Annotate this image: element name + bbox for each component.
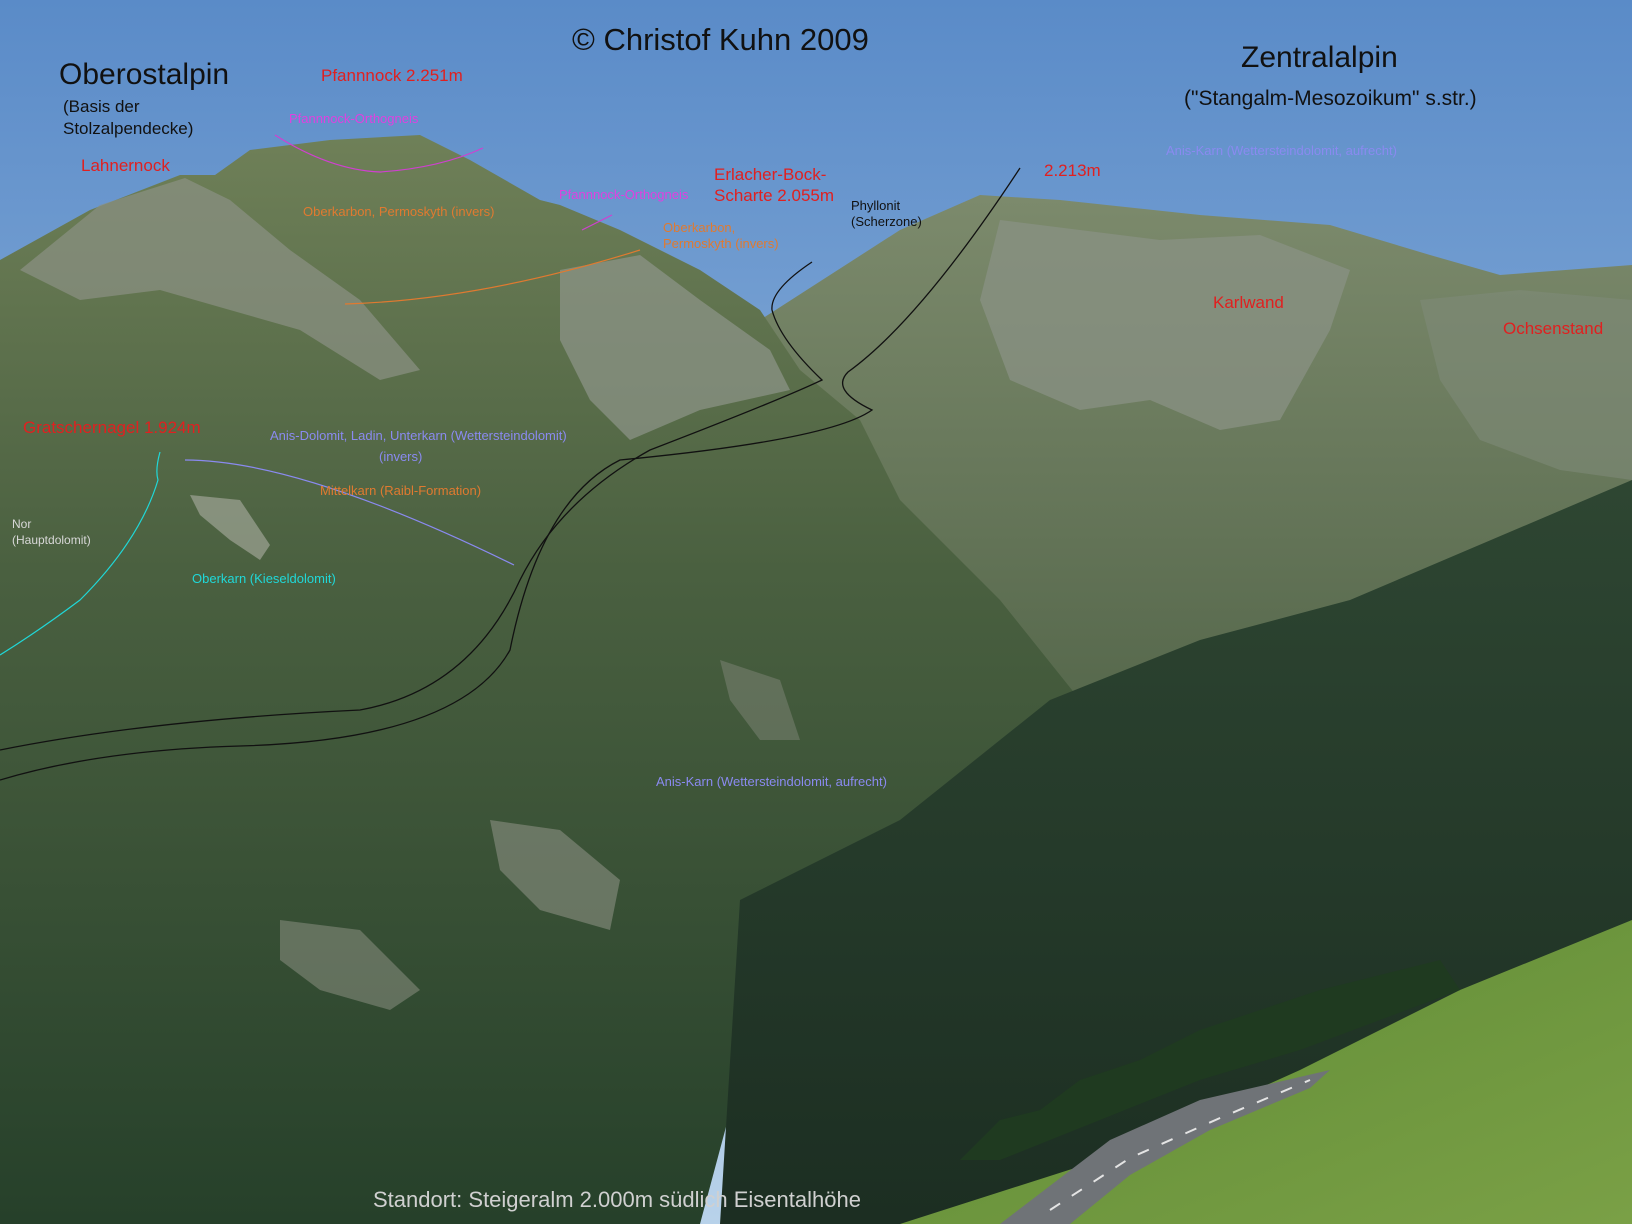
road — [1000, 1070, 1330, 1224]
oberkarbon-line — [344, 249, 641, 305]
pfannnock-orthogneis-line-2 — [581, 214, 613, 231]
rock-outcrop-4 — [720, 660, 800, 740]
left-unit-title: Oberostalpin — [59, 58, 230, 91]
left-unit-subtitle-2: Stolzalpendecke) — [63, 119, 194, 138]
peak-erlacher-1: Erlacher-Bock- — [714, 165, 827, 184]
formation-nor-1: Nor — [12, 517, 32, 531]
formation-anis-karn-center: Anis-Karn (Wettersteindolomit, aufrecht) — [656, 774, 887, 789]
rock-face-lahnernock — [20, 178, 420, 380]
formation-oberkarbon-1: Oberkarbon, Permoskyth (invers) — [303, 204, 495, 219]
foreground-meadow — [900, 920, 1632, 1224]
rock-outcrop-1 — [190, 495, 270, 560]
formation-anis-karn-right: Anis-Karn (Wettersteindolomit, aufrecht) — [1166, 143, 1397, 158]
pfannnock-orthogneis-line — [274, 134, 484, 173]
formation-anis-dolomit-2: (invers) — [379, 449, 423, 464]
tree-row — [960, 960, 1460, 1160]
copyright-label: © Christof Kuhn 2009 — [572, 22, 869, 57]
peak-karlwand: Karlwand — [1213, 293, 1284, 312]
formation-oberkarn: Oberkarn (Kieseldolomit) — [192, 571, 336, 586]
right-unit-subtitle: ("Stangalm-Mesozoikum" s.str.) — [1184, 87, 1477, 110]
rock-outcrop-2 — [490, 820, 620, 930]
peak-pfannnock: Pfannnock 2.251m — [321, 66, 463, 85]
peak-lahnernock: Lahnernock — [81, 156, 170, 175]
peak-gratschernagel: Gratschernagel 1.924m — [23, 418, 201, 437]
mittelkarn-line — [184, 459, 515, 566]
rock-face-center — [560, 255, 790, 440]
formation-oberkarbon-2a: Oberkarbon, — [663, 220, 736, 235]
formation-mittelkarn: Mittelkarn (Raibl-Formation) — [320, 483, 482, 498]
oberkarn-line — [0, 451, 161, 656]
left-unit-subtitle-1: (Basis der — [63, 97, 140, 116]
formation-oberkarbon-2b: Permoskyth (invers) — [663, 236, 779, 251]
formation-nor-2: (Hauptdolomit) — [12, 533, 91, 547]
formation-pfannnock-orthogneis-2: Pfannnock-Orthogneis — [559, 187, 689, 202]
road-center-line — [1049, 1079, 1311, 1211]
peak-ochsenstand: Ochsenstand — [1503, 319, 1604, 338]
rock-face-ochsenstand — [1420, 290, 1632, 480]
formation-phyllonit-2: (Scherzone) — [851, 214, 922, 229]
formation-pfannnock-orthogneis-1: Pfannnock-Orthogneis — [289, 111, 419, 126]
phyllonit-line — [0, 261, 824, 751]
formation-phyllonit-1: Phyllonit — [851, 198, 901, 213]
right-unit-title: Zentralalpin — [1241, 41, 1398, 74]
rock-face-karlwand — [980, 220, 1350, 430]
phyllonit-line-2 — [0, 167, 1021, 781]
footer-location: Standort: Steigeralm 2.000m südlich Eise… — [373, 1187, 861, 1212]
rock-outcrop-3 — [280, 920, 420, 1010]
formation-anis-dolomit-1: Anis-Dolomit, Ladin, Unterkarn (Wetterst… — [270, 428, 567, 443]
peak-erlacher-2: Scharte 2.055m — [714, 186, 835, 205]
peak-2213: 2.213m — [1044, 161, 1101, 180]
